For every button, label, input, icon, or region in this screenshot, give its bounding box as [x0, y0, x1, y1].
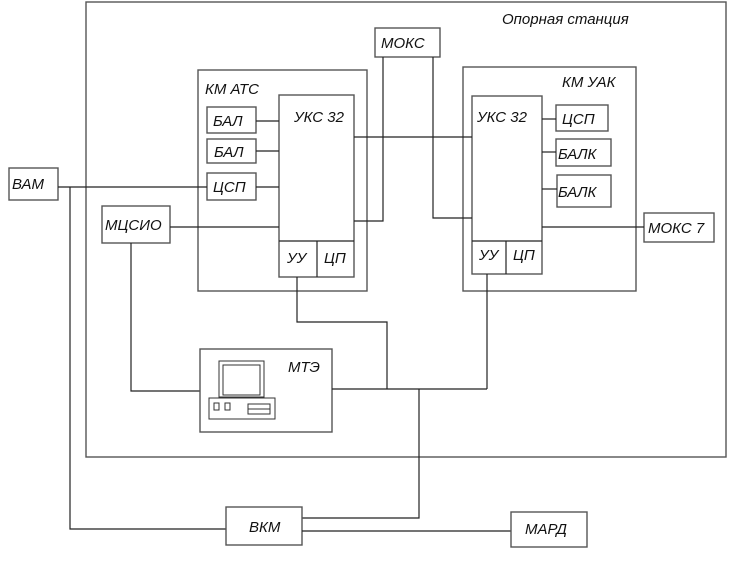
uu-left-label: УУ — [286, 250, 308, 267]
mard-block — [510, 511, 588, 548]
balk-block-2 — [556, 174, 612, 208]
csp-right-block — [555, 104, 609, 132]
csp-left-label: ЦСП — [213, 179, 246, 196]
km-uak-label: КМ УАК — [562, 74, 617, 91]
moks7-block — [643, 212, 715, 243]
balk-1-label: БАЛК — [558, 146, 598, 163]
mcsio-block — [101, 205, 171, 244]
csp-left-block — [206, 172, 257, 201]
cp-right-label: ЦП — [513, 247, 535, 264]
moks-label: МОКС — [381, 35, 425, 52]
bal-2-label: БАЛ — [214, 144, 244, 161]
cp-left-label: ЦП — [324, 250, 346, 267]
vkm-block — [225, 506, 303, 546]
km-ats-label: КМ АТС — [205, 81, 259, 98]
moks-block — [374, 27, 441, 58]
moks7-label: МОКС 7 — [648, 220, 705, 237]
balk-2-label: БАЛК — [558, 184, 598, 201]
mard-label: МАРД — [525, 521, 567, 538]
mte-label: МТЭ — [288, 359, 320, 376]
bal-1-label: БАЛ — [213, 113, 243, 130]
vam-block — [8, 167, 59, 201]
computer-icon — [208, 360, 276, 420]
bal-block-1 — [206, 106, 257, 134]
vam-label: ВАМ — [12, 176, 45, 193]
uks32-left — [278, 94, 355, 278]
uu-right-label: УУ — [478, 247, 500, 264]
uks32-left-label: УКС 32 — [293, 109, 345, 126]
uks32-right-label: УКС 32 — [476, 109, 528, 126]
csp-right-label: ЦСП — [562, 111, 595, 128]
vkm-label: ВКМ — [249, 519, 281, 536]
station-label: Опорная станция — [502, 11, 629, 28]
mcsio-label: МЦСИО — [105, 217, 162, 234]
uks32-right — [471, 95, 543, 275]
